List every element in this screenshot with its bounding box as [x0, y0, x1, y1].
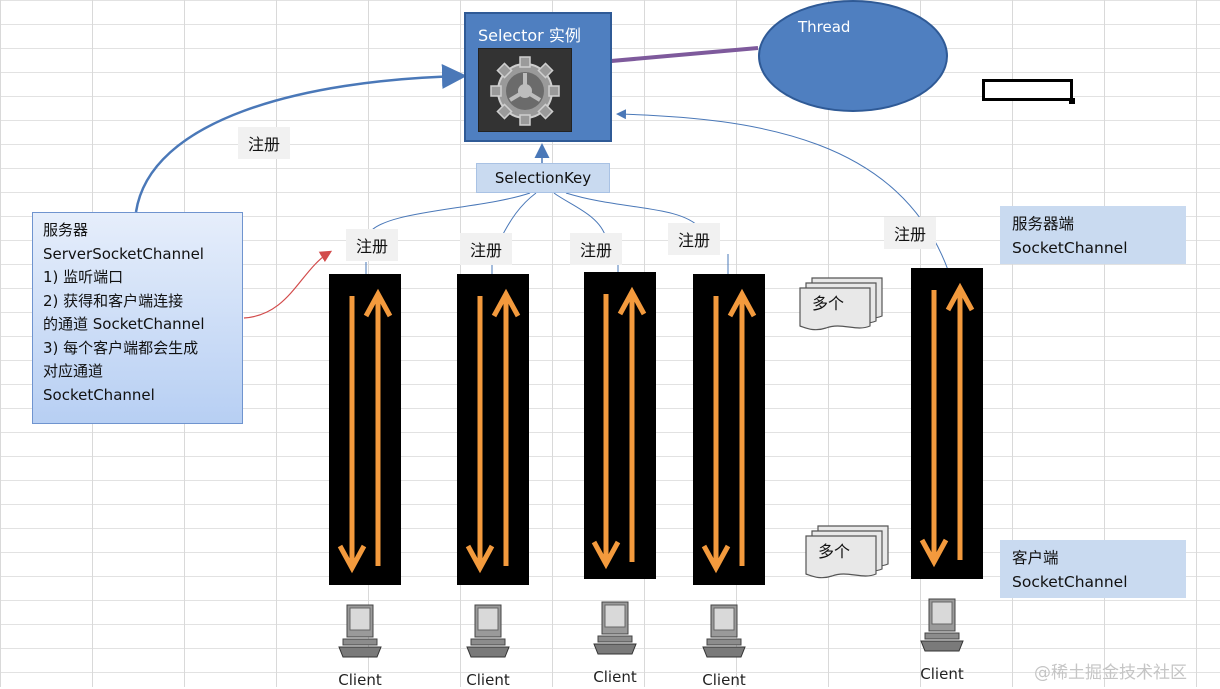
client-side-title: 客户端	[1012, 549, 1059, 567]
client-5: Client	[912, 597, 972, 683]
thread-label: Thread	[798, 18, 851, 36]
thread-link	[599, 46, 759, 64]
client-2: Client	[458, 603, 518, 689]
cell-selection-box[interactable]	[982, 79, 1073, 101]
client-label: Client	[338, 671, 382, 689]
client-socketchannel-label: 客户端 SocketChannel	[1000, 540, 1186, 598]
register-label-1: 注册	[346, 229, 399, 261]
server-line: 2) 获得和客户端连接	[43, 291, 184, 310]
client-1: Client	[330, 603, 390, 689]
socket-channel-1	[329, 274, 401, 585]
thread-ellipse: Thread	[758, 0, 948, 112]
computer-icon	[593, 601, 637, 655]
client-4: Client	[694, 603, 754, 689]
server-to-channel-curve	[243, 250, 333, 319]
server-line: SocketChannel	[43, 385, 155, 404]
server-register-curve	[134, 64, 467, 213]
server-side-title: 服务器端	[1012, 215, 1075, 233]
register-label-4: 注册	[668, 223, 721, 255]
server-socketchannel-label: 服务器端 SocketChannel	[1000, 206, 1186, 264]
computer-icon	[702, 604, 746, 658]
register-label-3: 注册	[570, 233, 623, 265]
socket-channel-3	[584, 272, 656, 579]
socket-channel-2	[457, 274, 529, 585]
multi-documents-top: 多个	[798, 276, 884, 334]
gear-icon	[478, 48, 572, 132]
client-label: Client	[702, 671, 746, 689]
client-label: Client	[920, 665, 964, 683]
computer-icon	[920, 598, 964, 652]
key-link-1	[367, 192, 531, 236]
socket-channel-4	[693, 274, 765, 585]
client-3: Client	[585, 600, 645, 686]
watermark: @稀土掘金技术社区	[1034, 663, 1187, 683]
register-label-server: 注册	[238, 127, 291, 159]
server-description-box: 服务器 ServerSocketChannel 1) 监听端口 2) 获得和客户…	[32, 212, 243, 424]
selection-key-box: SelectionKey	[476, 163, 610, 193]
client-side-subtitle: SocketChannel	[1012, 573, 1128, 591]
computer-icon	[338, 604, 382, 658]
server-side-subtitle: SocketChannel	[1012, 239, 1128, 257]
cell-fill-handle[interactable]	[1069, 98, 1075, 104]
computer-icon	[466, 604, 510, 658]
server-line: 服务器	[43, 221, 89, 239]
client-label: Client	[593, 668, 637, 686]
selector-title: Selector 实例	[478, 26, 581, 45]
register-label-2: 注册	[460, 233, 513, 265]
selector-box: Selector 实例	[464, 12, 612, 142]
server-line: 对应通道	[43, 362, 104, 380]
key-link-3	[553, 192, 607, 239]
server-line: 3) 每个客户端都会生成	[43, 338, 199, 357]
register-label-5: 注册	[884, 217, 937, 249]
server-line: 的通道 SocketChannel	[43, 315, 205, 333]
client-label: Client	[466, 671, 510, 689]
multi-label-top: 多个	[812, 294, 845, 313]
server-line: 1) 监听端口	[43, 268, 124, 286]
server-line: ServerSocketChannel	[43, 244, 204, 263]
multi-label-bottom: 多个	[818, 542, 851, 561]
socket-channel-5	[911, 268, 983, 579]
multi-documents-bottom: 多个	[804, 524, 890, 582]
key-link-4	[565, 192, 701, 229]
